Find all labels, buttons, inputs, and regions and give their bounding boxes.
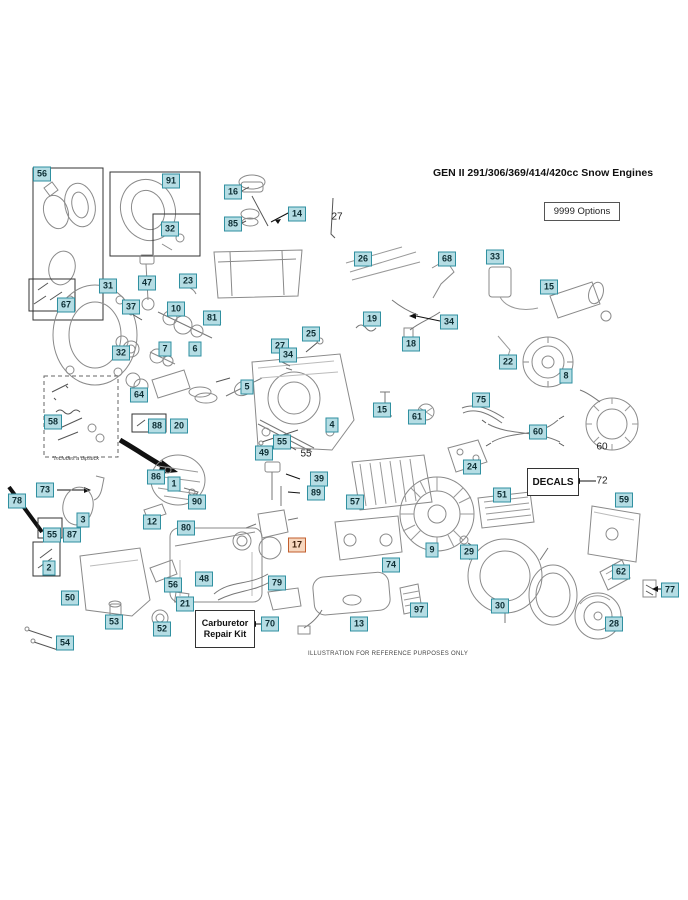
part-callout-10: 10 [166,301,186,317]
part-callout-3: 3 [76,512,90,528]
part-callout-12: 12 [142,514,162,530]
part-callout-61: 61 [407,409,427,425]
part-callout-51: 51 [492,487,512,503]
part-callout-8: 8 [559,368,573,384]
part-callout-55: 55 [42,527,62,543]
part-callout-1: 1 [167,476,181,492]
part-callout-52: 52 [152,621,172,637]
part-callout-13: 13 [349,616,369,632]
options-label: 9999 Options [553,206,611,217]
part-callout-30: 30 [490,598,510,614]
part-callout-60: 60 [528,424,548,440]
part-callout-31: 31 [98,278,118,294]
part-callout-64: 64 [129,387,149,403]
carburetor-repair-kit-label: Carburetor Repair Kit [201,617,249,639]
options-box: 9999 Options [544,202,620,221]
decals-box: DECALS [527,468,579,496]
part-callout-32: 32 [111,345,131,361]
part-callout-28: 28 [604,616,624,632]
part-callout-7: 7 [158,341,172,357]
part-callout-85: 85 [223,216,243,232]
part-callout-73: 73 [35,482,55,498]
part-ref-text-55: 55 [300,448,312,460]
part-callout-34: 34 [439,314,459,330]
part-ref-text-60: 60 [596,441,608,453]
page-title: GEN II 291/306/369/414/420cc Snow Engine… [433,167,654,179]
part-callout-56: 56 [163,577,183,593]
part-callout-24: 24 [462,459,482,475]
part-callout-22: 22 [498,354,518,370]
part-callout-54: 54 [55,635,75,651]
part-callout-6: 6 [188,341,202,357]
part-callout-55: 55 [272,434,292,450]
part-callout-68: 68 [437,251,457,267]
part-ref-text-72: 72 [596,475,608,487]
part-callout-15: 15 [539,279,559,295]
part-callout-47: 47 [137,275,157,291]
part-callout-89: 89 [306,485,326,501]
part-callout-53: 53 [104,614,124,630]
part-callout-2: 2 [42,560,56,576]
part-callout-26: 26 [353,251,373,267]
part-callout-14: 14 [287,206,307,222]
inset-kit-note: *Includes a dipstick [52,456,100,462]
part-callout-20: 20 [169,418,189,434]
part-callout-16: 16 [223,184,243,200]
part-callout-91: 91 [161,173,181,189]
carburetor-repair-kit-box: Carburetor Repair Kit [195,610,255,648]
part-callout-79: 79 [267,575,287,591]
part-callout-37: 37 [121,299,141,315]
part-callout-56: 56 [32,166,52,182]
part-callout-57: 57 [345,494,365,510]
part-callout-29: 29 [459,544,479,560]
part-callout-88: 88 [147,418,167,434]
part-callout-90: 90 [187,494,207,510]
part-callout-75: 75 [471,392,491,408]
part-callout-70: 70 [260,616,280,632]
decals-label: DECALS [532,476,574,488]
part-callout-80: 80 [176,520,196,536]
part-callout-62: 62 [611,564,631,580]
part-callout-18: 18 [401,336,421,352]
part-callout-81: 81 [202,310,222,326]
part-callout-34: 34 [278,347,298,363]
part-callout-74: 74 [381,557,401,573]
part-callout-78: 78 [7,493,27,509]
part-callout-25: 25 [301,326,321,342]
part-callout-50: 50 [60,590,80,606]
part-callout-4: 4 [325,417,339,433]
part-callout-58: 58 [43,414,63,430]
part-callout-48: 48 [194,571,214,587]
part-callout-9: 9 [425,542,439,558]
part-callout-23: 23 [178,273,198,289]
part-callout-87: 87 [62,527,82,543]
part-callout-97: 97 [409,602,429,618]
footer-disclaimer: ILLUSTRATION FOR REFERENCE PURPOSES ONLY [308,651,469,657]
part-callout-5: 5 [240,379,254,395]
part-callout-15: 15 [372,402,392,418]
part-ref-text-27: 27 [331,211,343,223]
part-callout-21: 21 [175,596,195,612]
part-callout-33: 33 [485,249,505,265]
part-callout-19: 19 [362,311,382,327]
part-callout-49: 49 [254,445,274,461]
part-callout-39: 39 [309,471,329,487]
part-callout-86: 86 [146,469,166,485]
part-callout-17: 17 [287,537,307,553]
part-callout-67: 67 [56,297,76,313]
part-callout-32: 32 [160,221,180,237]
part-callout-59: 59 [614,492,634,508]
part-callout-77: 77 [660,582,680,598]
